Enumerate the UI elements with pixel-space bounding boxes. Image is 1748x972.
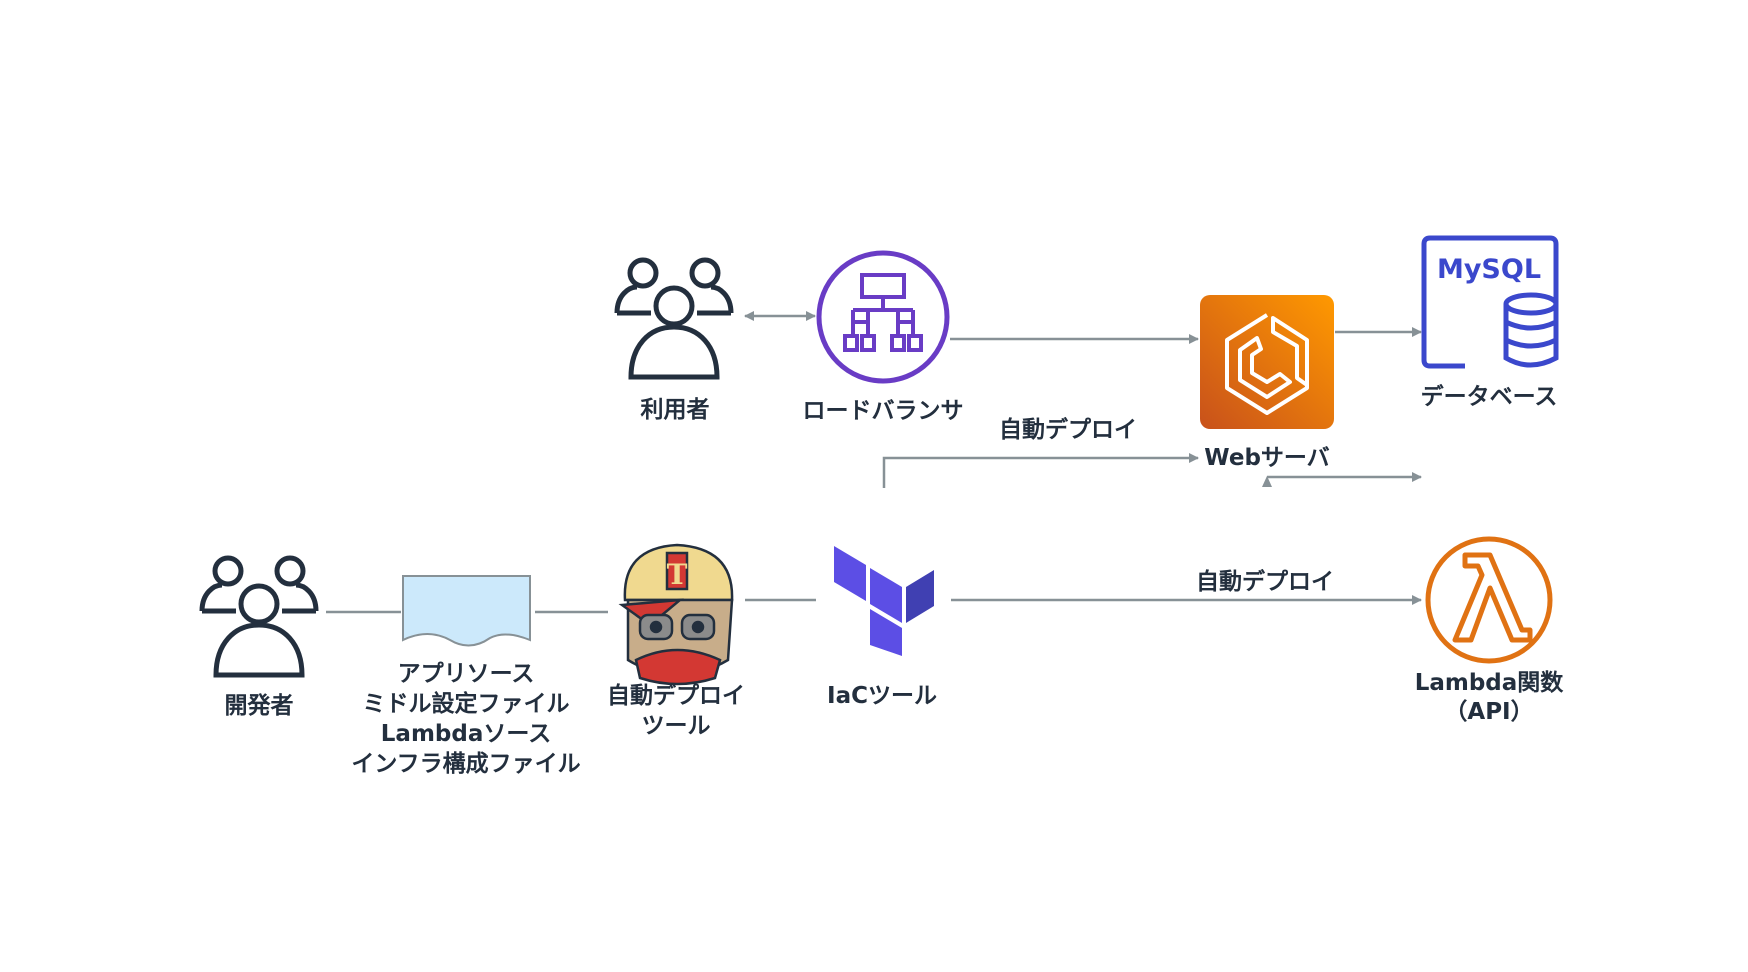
developers-icon [202,558,316,675]
jenkins-icon: T [618,543,734,686]
iac-tool-label: IaCツール [827,683,937,709]
database-label: データベース [1421,383,1558,410]
document-icon [402,575,531,647]
arrowhead-up [1262,476,1272,487]
sources-line-1: アプリソース [398,661,535,687]
svg-text:T: T [667,558,688,591]
lambda-label-line-1: Lambda関数 [1415,670,1565,696]
deploy-lambda-label: 自動デプロイ [1196,568,1334,595]
load-balancer-label: ロードバランサ [803,398,964,424]
terraform-icon [834,546,934,656]
deploy-tool-line-1: 自動デプロイ [607,682,745,709]
mysql-database-icon: MySQL [1421,235,1559,369]
developers-label: 開発者 [225,693,294,719]
sources-line-2: ミドル設定ファイル [363,690,570,717]
users-label: 利用者 [641,397,710,423]
mysql-text: MySQL [1437,254,1541,285]
edges [326,311,1422,614]
lambda-label-line-2: （API） [1444,698,1533,725]
users-icon [617,260,731,377]
sources-line-3: Lambdaソース [381,721,551,747]
load-balancer-icon [816,250,950,384]
web-server-label: Webサーバ [1204,445,1329,471]
edge-iac-web [882,453,1199,488]
lambda-icon [1425,536,1553,664]
deploy-web-label: 自動デプロイ [999,416,1137,443]
sources-line-4: インフラ構成ファイル [351,751,580,777]
ecs-container-icon [1200,295,1334,429]
deploy-tool-line-2: ツール [642,713,711,739]
